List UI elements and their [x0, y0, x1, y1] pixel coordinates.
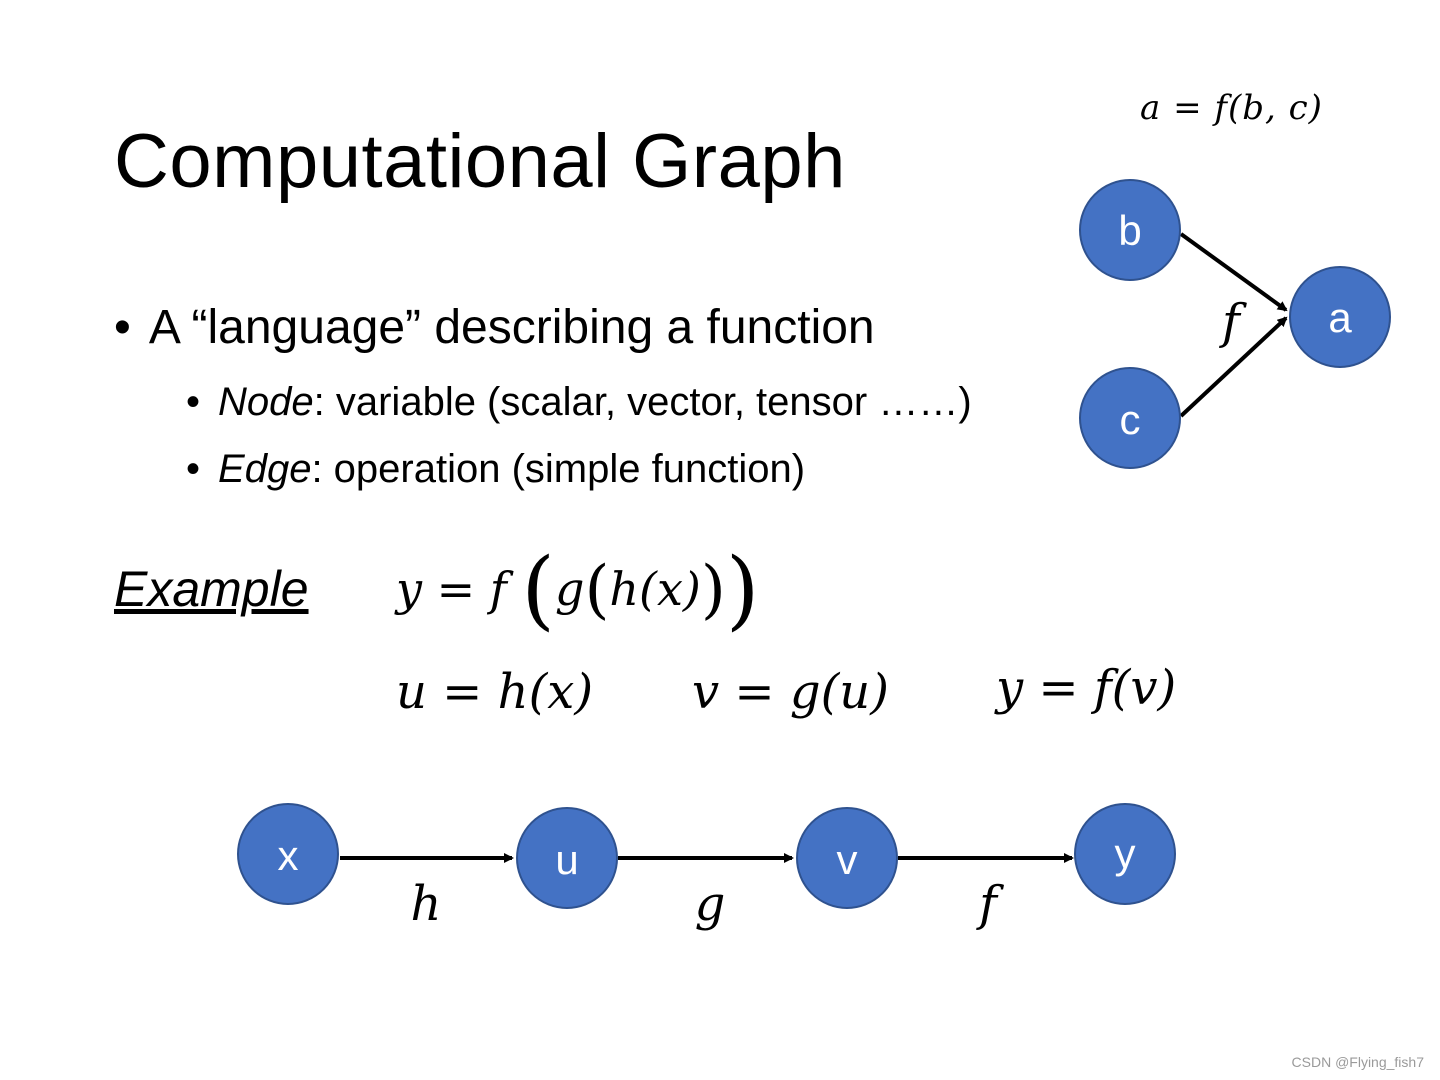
node-u: u	[516, 807, 618, 909]
node-desc: : variable (scalar, vector, tensor ……)	[313, 380, 972, 424]
node-b-label: b	[1118, 207, 1141, 254]
node-y: y	[1074, 803, 1176, 905]
bullet-edge: • Edge: operation (simple function)	[186, 447, 805, 492]
bullet-main: • A “language” describing a function	[114, 300, 875, 355]
slide-title: Computational Graph	[114, 119, 846, 204]
big-paren-open: (	[521, 540, 555, 640]
bullet-dot: •	[186, 447, 201, 491]
equation-top: a = f(b, c)	[1140, 88, 1323, 128]
bullet-dot: •	[114, 301, 131, 354]
equation-main: y = f (g(h(x)))	[396, 540, 759, 640]
node-y-label: y	[1115, 830, 1136, 877]
example-label: Example	[114, 561, 309, 617]
edge-label-g: g	[695, 876, 726, 932]
big-paren-close: )	[725, 540, 760, 640]
node-c-label: c	[1120, 396, 1141, 443]
node-term: Node	[218, 380, 314, 424]
equation-y: y = f(v)	[996, 660, 1177, 716]
eq-main-g: g	[554, 562, 585, 616]
edge-b-a	[1179, 232, 1288, 312]
bullet-main-text: A “language” describing a function	[148, 301, 875, 354]
node-c: c	[1079, 367, 1181, 469]
node-a: a	[1289, 266, 1391, 368]
eq-main-hx: h(x)	[609, 562, 701, 616]
edge-term: Edge	[218, 447, 312, 491]
node-v: v	[796, 807, 898, 909]
node-b: b	[1079, 179, 1181, 281]
node-v-label: v	[837, 836, 858, 883]
edge-label-f: f	[976, 876, 1004, 932]
eq-main-prefix: y = f	[396, 562, 522, 616]
bullet-dot: •	[186, 380, 201, 424]
node-x: x	[237, 803, 339, 905]
node-x-label: x	[278, 832, 299, 879]
mid-paren-open: (	[584, 553, 610, 627]
mid-paren-close: )	[700, 553, 726, 627]
equation-u: u = h(x)	[396, 664, 594, 720]
watermark: CSDN @Flying_fish7	[1291, 1054, 1424, 1070]
edge-label-h: h	[411, 876, 442, 932]
node-a-label: a	[1328, 294, 1352, 341]
edge-label-f-top: f	[1219, 294, 1247, 350]
node-u-label: u	[555, 836, 578, 883]
edge-desc: : operation (simple function)	[311, 447, 806, 491]
edge-c-a	[1179, 316, 1288, 418]
bullet-node: • Node: variable (scalar, vector, tensor …	[186, 380, 972, 425]
equation-v: v = g(u)	[692, 664, 889, 720]
